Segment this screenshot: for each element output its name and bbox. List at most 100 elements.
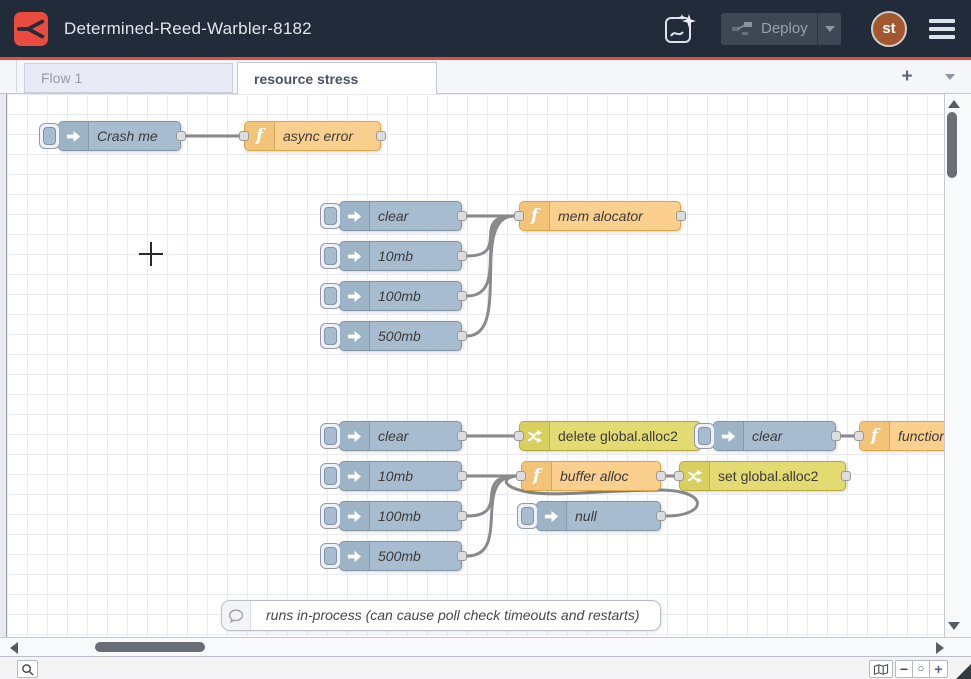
inject-button[interactable] xyxy=(320,543,341,569)
output-port[interactable] xyxy=(176,131,186,141)
output-port[interactable] xyxy=(457,471,467,481)
search-button[interactable] xyxy=(17,660,38,678)
inject-button[interactable] xyxy=(694,423,715,449)
deploy-label: Deploy xyxy=(761,20,817,37)
node-crash-me[interactable]: Crash me xyxy=(58,121,181,151)
scroll-down-arrow[interactable] xyxy=(948,622,960,630)
output-port[interactable] xyxy=(457,251,467,261)
node-label: 100mb xyxy=(378,502,421,530)
zoom-in-button[interactable]: + xyxy=(929,660,948,678)
node-label: async error xyxy=(283,122,353,150)
output-port[interactable] xyxy=(831,431,841,441)
inject-button[interactable] xyxy=(320,463,341,489)
scroll-left-arrow[interactable] xyxy=(10,642,18,654)
function-f-icon: f xyxy=(522,462,552,490)
inject-arrow-icon xyxy=(340,282,370,310)
navigator-map-icon xyxy=(873,663,889,676)
output-port[interactable] xyxy=(457,331,467,341)
node-label: 10mb xyxy=(378,242,413,270)
zoom-out-button[interactable]: − xyxy=(895,660,913,678)
input-port[interactable] xyxy=(239,131,249,141)
node-buffer-alloc[interactable]: f buffer alloc xyxy=(521,461,661,491)
minus-icon: − xyxy=(900,661,908,677)
node-clear-b[interactable]: clear xyxy=(339,421,462,451)
output-port[interactable] xyxy=(457,211,467,221)
inject-button[interactable] xyxy=(320,203,341,229)
caret-down-icon xyxy=(825,26,835,32)
node-set-global[interactable]: set global.alloc2 xyxy=(679,461,846,491)
horizontal-scroll-thumb[interactable] xyxy=(95,642,205,652)
vertical-scrollbar[interactable] xyxy=(944,94,971,637)
horizontal-scrollbar[interactable] xyxy=(0,637,971,656)
node-100mb-b[interactable]: 100mb xyxy=(339,501,462,531)
comment-bubble-icon xyxy=(222,601,251,630)
header-bar: Determined-Reed-Warbler-8182 Deploy xyxy=(0,0,971,60)
node-label: clear xyxy=(752,422,782,450)
input-port[interactable] xyxy=(854,431,864,441)
inject-button[interactable] xyxy=(320,423,341,449)
tab-list-caret-icon[interactable] xyxy=(945,74,955,80)
node-10mb-a[interactable]: 10mb xyxy=(339,241,462,271)
node-500mb-b[interactable]: 500mb xyxy=(339,541,462,571)
node-null-inject[interactable]: null xyxy=(536,501,661,531)
user-avatar[interactable]: st xyxy=(871,11,907,47)
output-port[interactable] xyxy=(457,431,467,441)
deploy-options-caret[interactable] xyxy=(817,13,841,45)
zoom-reset-button[interactable]: ○ xyxy=(912,660,930,678)
input-port[interactable] xyxy=(514,211,524,221)
tab-scroll-notch xyxy=(0,60,17,94)
node-label: 10mb xyxy=(378,462,413,490)
output-port[interactable] xyxy=(457,551,467,561)
navigator-button[interactable] xyxy=(869,660,893,678)
node-500mb-a[interactable]: 500mb xyxy=(339,321,462,351)
node-mem-alocator[interactable]: fmem alocator xyxy=(519,201,681,231)
search-icon xyxy=(21,663,34,676)
node-label: buffer alloc xyxy=(560,462,628,490)
node-function-node[interactable]: ffunction xyxy=(859,421,944,451)
deploy-nodes-icon xyxy=(731,21,753,36)
tab-resource-stress[interactable]: resource stress xyxy=(237,62,437,95)
inject-button[interactable] xyxy=(320,503,341,529)
main-menu-button[interactable] xyxy=(929,15,955,43)
deploy-button[interactable]: Deploy xyxy=(721,13,841,45)
vertical-scroll-thumb[interactable] xyxy=(947,112,957,178)
input-port[interactable] xyxy=(514,431,524,441)
inject-button[interactable] xyxy=(320,243,341,269)
output-port[interactable] xyxy=(656,511,666,521)
inject-arrow-icon xyxy=(340,242,370,270)
node-label: 100mb xyxy=(378,282,421,310)
tab-flow-1[interactable]: Flow 1 xyxy=(24,63,233,93)
ai-flow-icon[interactable] xyxy=(661,10,699,48)
node-clear-c[interactable]: clear xyxy=(713,421,836,451)
scroll-right-arrow[interactable] xyxy=(936,642,944,654)
input-port[interactable] xyxy=(516,471,526,481)
node-10mb-b[interactable]: 10mb xyxy=(339,461,462,491)
node-100mb-a[interactable]: 100mb xyxy=(339,281,462,311)
inject-button[interactable] xyxy=(320,283,341,309)
output-port[interactable] xyxy=(376,131,386,141)
flowfuse-logo[interactable] xyxy=(14,12,48,46)
fork-icon xyxy=(16,14,46,44)
output-port[interactable] xyxy=(457,291,467,301)
output-port[interactable] xyxy=(656,471,666,481)
node-delete-global[interactable]: delete global.alloc2 xyxy=(519,421,701,451)
inject-arrow-icon xyxy=(59,122,89,150)
output-port[interactable] xyxy=(841,471,851,481)
output-port[interactable] xyxy=(676,211,686,221)
comment-node[interactable]: runs in-process (can cause poll check ti… xyxy=(221,600,661,631)
inject-button[interactable] xyxy=(320,323,341,349)
resize-corner xyxy=(956,664,971,679)
inject-button[interactable] xyxy=(39,123,60,149)
output-port[interactable] xyxy=(457,511,467,521)
input-port[interactable] xyxy=(674,471,684,481)
flow-canvas[interactable]: Crash mefasync errorclear10mb100mb500mbf… xyxy=(6,94,944,637)
node-clear-a[interactable]: clear xyxy=(339,201,462,231)
circle-icon: ○ xyxy=(918,663,925,675)
scroll-up-arrow[interactable] xyxy=(948,100,960,108)
inject-arrow-icon xyxy=(340,502,370,530)
inject-button[interactable] xyxy=(517,503,538,529)
node-async-error[interactable]: fasync error xyxy=(244,121,381,151)
add-flow-button[interactable]: + xyxy=(895,66,919,88)
inject-arrow-icon xyxy=(340,422,370,450)
